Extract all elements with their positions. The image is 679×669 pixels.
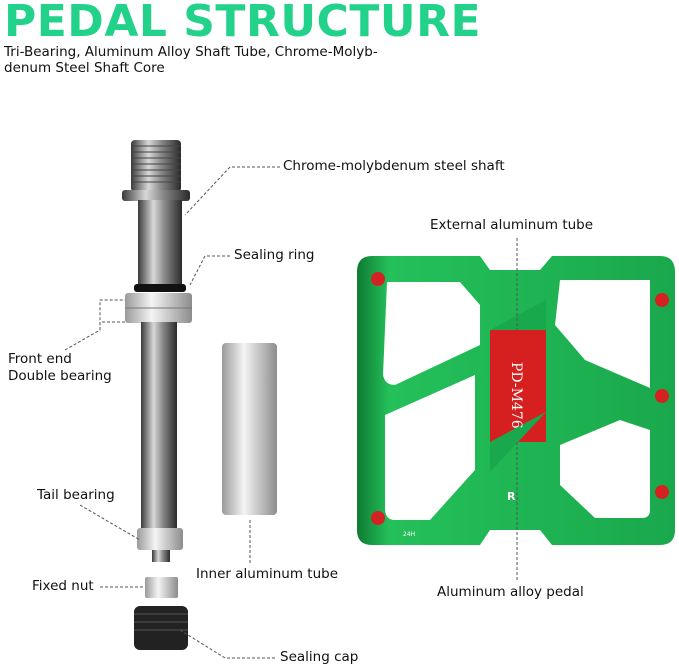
sealing-ring	[134, 284, 186, 292]
label-shaft: Chrome-molybdenum steel shaft	[283, 158, 505, 174]
label-front-end: Front end	[8, 351, 72, 367]
fixed-nut	[145, 577, 178, 598]
tail-bearing	[137, 528, 183, 550]
pedal-body: PD-M476 R 24H	[357, 256, 675, 545]
pedal-mark-text: 24H	[403, 531, 415, 538]
label-external-tube: External aluminum tube	[430, 217, 594, 233]
inner-aluminum-tube	[222, 343, 277, 515]
pedal-side-text: R	[507, 490, 516, 503]
sealing-cap	[134, 606, 188, 650]
label-tail-bearing: Tail bearing	[37, 487, 115, 503]
label-inner-tube: Inner aluminum tube	[196, 566, 339, 582]
external-aluminum-tube	[490, 330, 546, 442]
steel-shaft	[122, 140, 192, 650]
page-title: PEDAL STRUCTURE	[4, 0, 482, 47]
label-sealing-ring: Sealing ring	[234, 247, 315, 263]
subtitle: Tri-Bearing, Aluminum Alloy Shaft Tube, …	[4, 44, 378, 76]
label-pedal: Aluminum alloy pedal	[437, 584, 584, 600]
label-fixed-nut: Fixed nut	[32, 578, 94, 594]
label-double-bearing: Double bearing	[8, 368, 112, 384]
leader-lines	[64, 166, 518, 659]
label-sealing-cap: Sealing cap	[280, 649, 359, 665]
pedal-model-text: PD-M476	[508, 362, 524, 429]
